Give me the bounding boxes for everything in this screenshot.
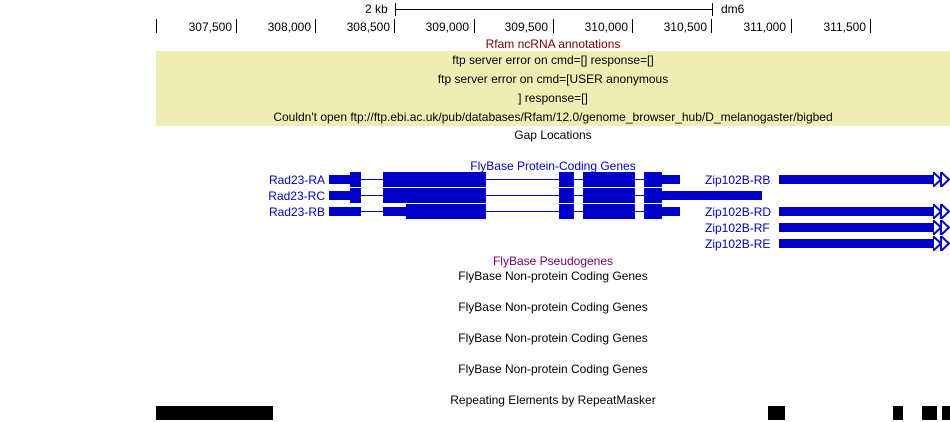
scale-bar-right-end: [712, 3, 713, 16]
intron-line: [329, 195, 762, 196]
exon: [383, 188, 486, 203]
tick-mark: [315, 19, 316, 33]
exon: [329, 175, 350, 184]
tick-label: 310,500: [663, 20, 707, 34]
gene-label-zip102b-rb[interactable]: Zip102B-RB: [705, 173, 771, 187]
tick-mark: [711, 19, 712, 33]
exon: [644, 172, 662, 187]
exon: [329, 207, 361, 216]
noncoding-track-title[interactable]: FlyBase Non-protein Coding Genes: [458, 300, 648, 314]
tick-label: 307,500: [188, 20, 232, 34]
repeat-element: [893, 406, 903, 420]
rfam-error-line: ftp server error on cmd=[USER anonymous: [437, 72, 669, 86]
gap-track-title[interactable]: Gap Locations: [514, 128, 592, 142]
exon: [779, 175, 934, 184]
noncoding-track-title[interactable]: FlyBase Non-protein Coding Genes: [458, 331, 648, 345]
intron-line: [329, 211, 680, 212]
repeat-element: [156, 406, 273, 420]
flybase-protein-track-title: FlyBase Protein-Coding Genes: [470, 159, 636, 173]
gene-label-zip102b-re[interactable]: Zip102B-RE: [705, 237, 771, 251]
exon: [559, 188, 574, 203]
tick-mark: [632, 19, 633, 33]
exon: [559, 172, 574, 187]
repeatmasker-track-title: Repeating Elements by RepeatMasker: [450, 393, 656, 407]
tick-mark: [870, 19, 871, 33]
exon: [779, 207, 934, 216]
tick-label: 309,500: [504, 20, 548, 34]
assembly-label: dm6: [721, 2, 745, 16]
pseudogenes-track-title[interactable]: FlyBase Pseudogenes: [492, 254, 614, 268]
exon: [583, 204, 635, 219]
tick-label: 311,000: [743, 20, 787, 34]
tick-mark: [791, 19, 792, 33]
exon: [662, 191, 762, 200]
scale-bar-label: 2 kb: [365, 2, 388, 16]
exon: [779, 239, 934, 248]
exon: [329, 191, 350, 200]
repeat-element: [768, 406, 785, 420]
exon: [583, 172, 635, 187]
gene-label-zip102b-rd[interactable]: Zip102B-RD: [705, 205, 772, 219]
exon: [383, 207, 406, 216]
strand-arrow-icon: [933, 220, 950, 235]
gene-label-zip102b-rf[interactable]: Zip102B-RF: [705, 221, 770, 235]
tick-mark: [236, 19, 237, 33]
scale-bar-line: [395, 9, 712, 10]
exon: [662, 175, 680, 184]
exon: [350, 172, 361, 187]
strand-arrow-icon: [933, 204, 950, 219]
rfam-error-line: Couldn't open ftp://ftp.ebi.ac.uk/pub/da…: [273, 110, 833, 124]
strand-arrow-icon: [933, 236, 950, 251]
rfam-track-title: Rfam ncRNA annotations: [485, 37, 621, 51]
rfam-error-panel: [156, 51, 950, 126]
rfam-error-line: ] response=[]: [518, 91, 588, 105]
gene-label-rad23-rb[interactable]: Rad23-RB: [268, 205, 325, 219]
exon: [559, 204, 574, 219]
exon: [406, 204, 486, 219]
repeat-element: [942, 406, 950, 420]
noncoding-track-title[interactable]: FlyBase Non-protein Coding Genes: [458, 269, 648, 283]
intron-line: [329, 179, 680, 180]
exon: [662, 207, 680, 216]
rfam-error-line: ftp server error on cmd=[] response=[]: [452, 53, 654, 67]
tick-mark: [553, 19, 554, 33]
gene-label-rad23-ra[interactable]: Rad23-RA: [268, 173, 325, 187]
tick-label: 308,500: [346, 20, 390, 34]
exon: [383, 172, 486, 187]
ruler-start-tick: [156, 19, 157, 33]
tick-label: 309,000: [425, 20, 469, 34]
tick-label: 311,500: [823, 20, 867, 34]
exon: [583, 188, 635, 203]
tick-mark: [394, 19, 395, 33]
tick-label: 310,000: [584, 20, 628, 34]
exon: [350, 188, 361, 203]
strand-arrow-icon: [933, 172, 950, 187]
noncoding-track-title[interactable]: FlyBase Non-protein Coding Genes: [458, 362, 648, 376]
repeat-element: [922, 406, 937, 420]
exon: [779, 223, 934, 232]
exon: [644, 188, 662, 203]
tick-mark: [474, 19, 475, 33]
tick-label: 308,000: [267, 20, 311, 34]
exon: [644, 204, 662, 219]
gene-label-rad23-rc[interactable]: Rad23-RC: [268, 189, 325, 203]
